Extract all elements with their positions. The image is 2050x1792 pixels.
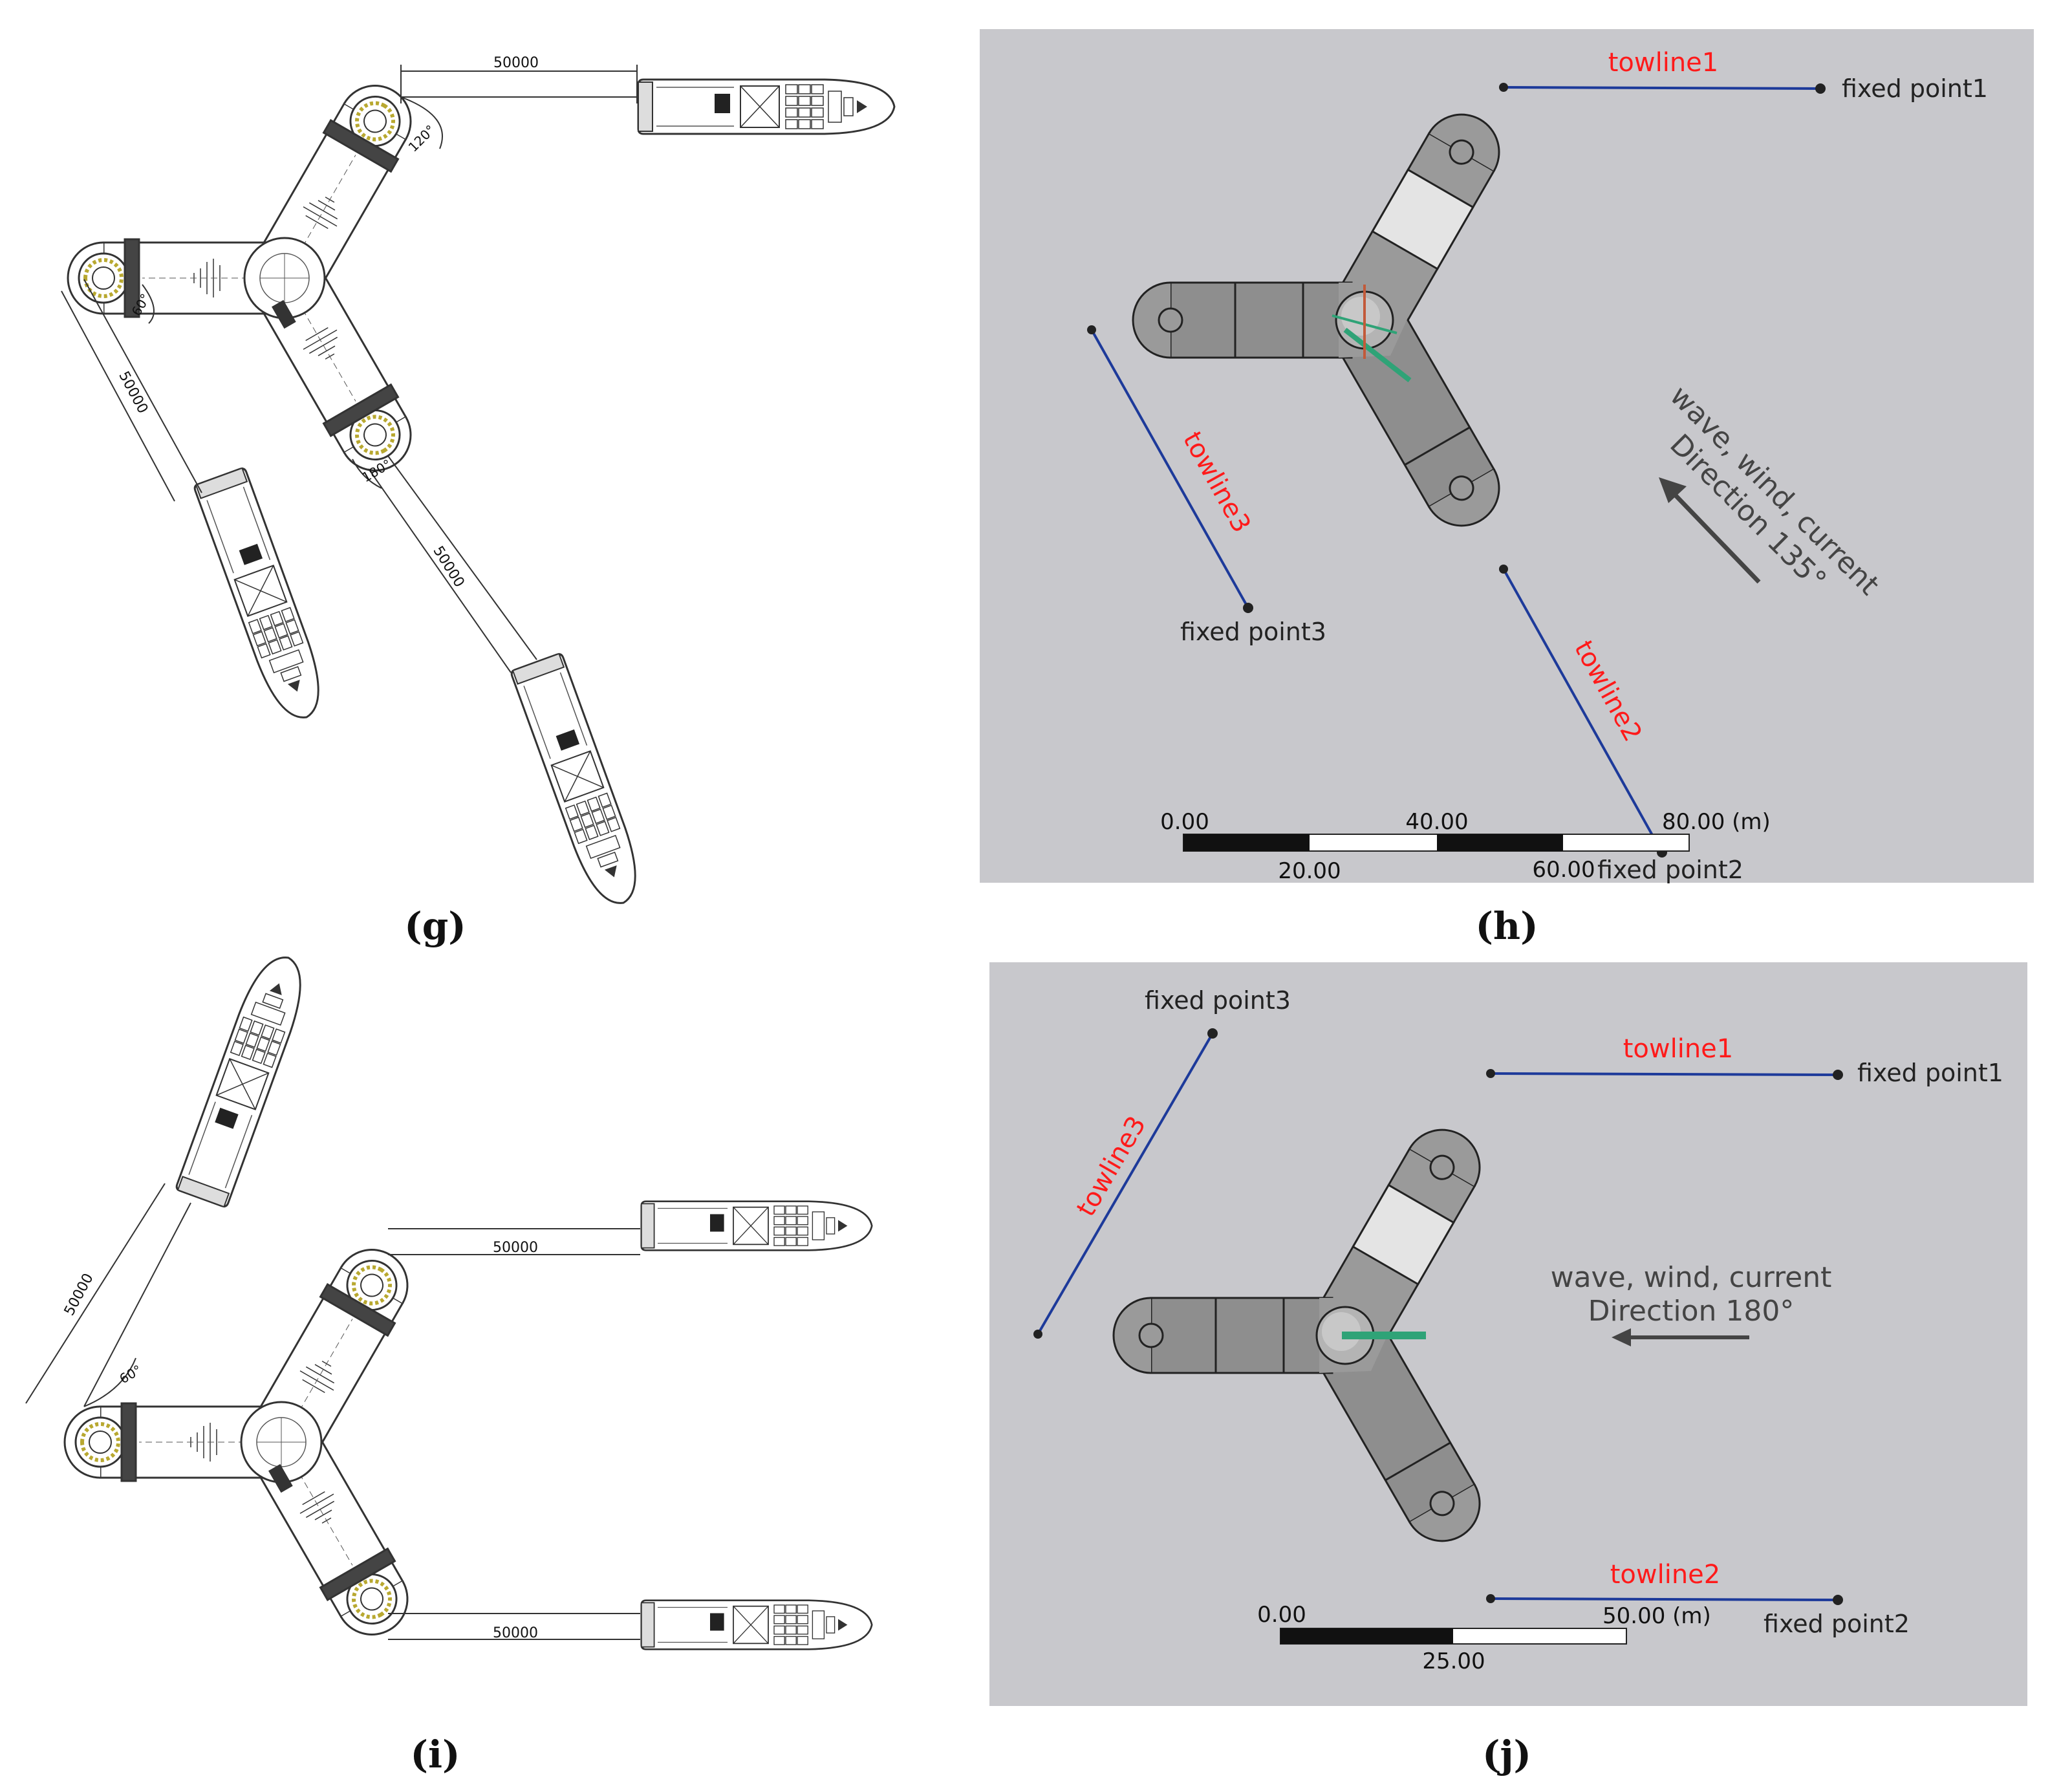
towline1-label-h: towline1 xyxy=(1608,48,1719,78)
platform-drawing xyxy=(68,71,426,485)
direction-arrowhead-j xyxy=(1612,1328,1631,1346)
towline2-label-j: towline2 xyxy=(1610,1560,1721,1590)
fixed-point-markers-h xyxy=(1087,83,1826,858)
fixed-point3-label-j: fixed point3 xyxy=(1145,986,1291,1015)
caption-h: (h) xyxy=(1475,904,1538,948)
scale-bar-j: 0.00 25.00 50.00 (m) xyxy=(1257,1602,1711,1674)
green-marker-h xyxy=(1332,285,1412,383)
caption-j: (j) xyxy=(1482,1733,1531,1776)
fixed-point1-label-h: fixed point1 xyxy=(1842,74,1988,103)
scale-h-20: 20.00 xyxy=(1278,858,1341,884)
fixed-point2-label-j: fixed point2 xyxy=(1764,1610,1910,1638)
towline1-label-j: towline1 xyxy=(1623,1034,1734,1064)
fixed-point2-label-h: fixed point2 xyxy=(1597,856,1743,884)
scale-h-80: 80.00 (m) xyxy=(1662,809,1771,835)
direction-arrow-h xyxy=(1673,493,1761,584)
scale-j-25: 25.00 xyxy=(1422,1648,1485,1674)
vessel-i-right xyxy=(640,1200,873,1251)
fixed-point1-label-j: fixed point1 xyxy=(1857,1059,2003,1087)
panel-h-background xyxy=(980,29,2034,883)
direction-line1-j: wave, wind, current xyxy=(1551,1261,1832,1294)
scale-h-60: 60.00 xyxy=(1532,857,1595,883)
direction-line2-j: Direction 180° xyxy=(1588,1295,1795,1328)
platform-drawing-i xyxy=(65,1235,423,1649)
dim-left-label: 50000 xyxy=(115,369,151,416)
scale-j-0: 0.00 xyxy=(1257,1602,1306,1628)
scale-j-50: 50.00 (m) xyxy=(1602,1603,1711,1629)
panel-g: 50000 50000 50000 120° 60° 180° (g) xyxy=(61,55,896,948)
dim-top-label: 50000 xyxy=(493,55,539,71)
caption-i: (i) xyxy=(411,1733,460,1776)
dimension-lines-i xyxy=(25,1183,640,1640)
direction-arrowhead-h xyxy=(1659,477,1687,503)
dim-bottom-label-i: 50000 xyxy=(493,1625,538,1641)
scale-h-0: 0.00 xyxy=(1160,809,1209,835)
direction-annotation-j: wave, wind, current Direction 180° xyxy=(1551,1261,1832,1346)
scale-h-40: 40.00 xyxy=(1405,809,1468,835)
vessel-g-left xyxy=(192,466,334,728)
dimension-lines-g xyxy=(61,65,638,673)
vessel-g-top xyxy=(637,78,896,135)
vessel-i-bottom xyxy=(640,1599,873,1650)
scale-bar-h: 0.00 20.00 40.00 60.00 80.00 (m) xyxy=(1160,809,1771,884)
fixed-point3-label-h: fixed point3 xyxy=(1180,618,1326,646)
dim-top-label-i: 50000 xyxy=(493,1240,538,1256)
vessel-i-top xyxy=(174,947,316,1209)
towlines-h xyxy=(1090,86,1821,853)
fixed-point-markers-j xyxy=(1033,1028,1843,1605)
towlines-j xyxy=(1037,1032,1839,1601)
caption-g: (g) xyxy=(404,904,466,948)
panel-h: towline1 towline2 towline3 fixed point1 … xyxy=(980,29,2034,948)
dim-left-label-i: 50000 xyxy=(61,1271,97,1319)
panel-j: towline1 towline2 towline3 fixed point1 … xyxy=(989,962,2027,1776)
panel-i: 50000 50000 50000 60° (i) xyxy=(25,947,873,1776)
vessel-g-bottom xyxy=(509,652,651,913)
angle-left-label-i: 60° xyxy=(117,1362,145,1387)
